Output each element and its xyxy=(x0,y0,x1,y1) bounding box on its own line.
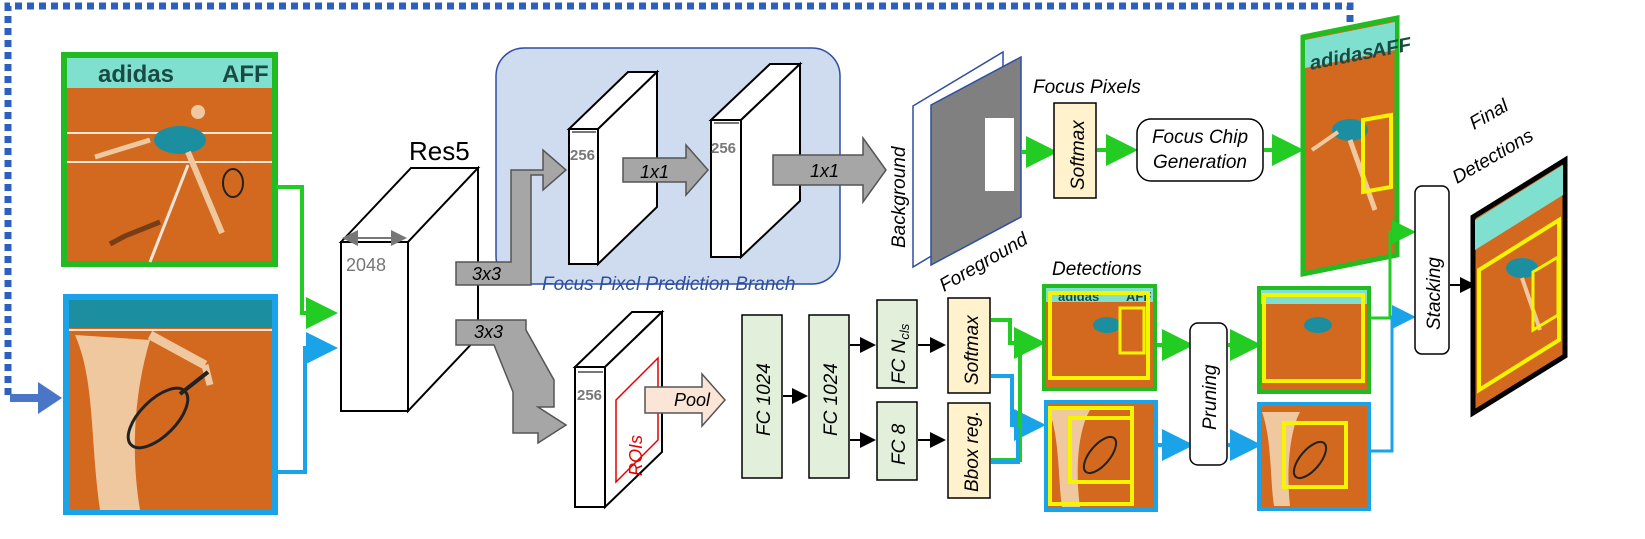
roi-block-channels: 256 xyxy=(577,387,602,404)
background-label: Background xyxy=(889,145,910,248)
focus-chip-result-image: adidas AFF xyxy=(1300,14,1411,278)
conv1x1-a-label: 1x1 xyxy=(640,162,669,182)
feedback-loop-dashed xyxy=(4,2,1354,395)
input-arrow-head xyxy=(38,382,62,414)
block2-channels: 256 xyxy=(711,140,736,157)
fc2-label: FC 1024 xyxy=(821,363,842,436)
pruning-box xyxy=(1189,322,1228,466)
pruned-blue-image xyxy=(1257,402,1371,511)
roi-feature-block xyxy=(572,309,665,510)
final-detections-image xyxy=(1470,155,1568,418)
rois-label: ROIs xyxy=(626,435,646,476)
detections-blue-image xyxy=(1044,400,1158,512)
full-image-brand-suffix: AFF xyxy=(222,61,269,88)
res5-channels: 2048 xyxy=(346,255,386,275)
conv3x3-top-label: 3x3 xyxy=(472,264,501,284)
full-image-patch: adidas AFF xyxy=(61,52,278,267)
focus-pixel-region xyxy=(985,118,1014,191)
fc-ncls-label: FC Ncls xyxy=(889,323,912,384)
green-input-arrow xyxy=(276,185,338,329)
conv3x3-top-arrow xyxy=(455,148,568,286)
res5-block xyxy=(338,165,481,414)
final-detections-line2: Detections xyxy=(1449,125,1538,188)
foreground-map xyxy=(930,55,1022,267)
fc2-box xyxy=(808,314,850,479)
conv3x3-bottom-arrow xyxy=(455,319,568,445)
conv1x1-b-label: 1x1 xyxy=(810,161,839,181)
pruning-label: Pruning xyxy=(1200,364,1221,430)
zoomed-chip-patch xyxy=(63,294,278,515)
full-image-brand: adidas xyxy=(98,61,174,88)
conv3x3-bottom-label: 3x3 xyxy=(474,322,503,342)
block1-channels: 256 xyxy=(570,147,595,164)
stacking-box xyxy=(1414,185,1450,355)
blue-input-arrow xyxy=(276,332,338,474)
focus-conv-block-1 xyxy=(566,69,660,267)
focus-conv-block-2 xyxy=(708,61,803,260)
chip-gen-line1: Focus Chip xyxy=(1152,127,1248,148)
final-detections-line1: Final xyxy=(1466,95,1513,134)
fc1-box xyxy=(741,314,783,479)
chip-gen-line2: Generation xyxy=(1153,152,1247,173)
fc1-label: FC 1024 xyxy=(754,363,775,436)
det-softmax-box xyxy=(947,297,991,394)
pool-label: Pool xyxy=(674,390,711,410)
detections-green-image: adidas AFF xyxy=(1042,284,1157,391)
conv1x1-b-arrow xyxy=(772,135,887,205)
res5-label: Res5 xyxy=(409,136,470,166)
focus-softmax-box xyxy=(1053,102,1097,199)
fc8-label: FC 8 xyxy=(889,423,910,465)
focus-softmax-label: Softmax xyxy=(1068,119,1089,190)
detections-label: Detections xyxy=(1052,259,1142,280)
pool-arrow xyxy=(644,372,727,428)
stacking-label: Stacking xyxy=(1424,257,1445,330)
focus-chip-generation-box xyxy=(1136,118,1264,182)
pruned-green-image xyxy=(1257,286,1371,394)
bbox-reg-box xyxy=(947,402,991,499)
focus-branch-title: Focus Pixel Prediction Branch xyxy=(542,274,795,295)
focus-pixels-label: Focus Pixels xyxy=(1033,77,1141,98)
det-softmax-label: Softmax xyxy=(962,314,983,385)
fc8-box xyxy=(876,401,918,481)
fc-ncls-box xyxy=(876,299,918,389)
bbox-reg-label: Bbox reg. xyxy=(962,411,983,492)
conv1x1-a-arrow xyxy=(622,143,709,197)
